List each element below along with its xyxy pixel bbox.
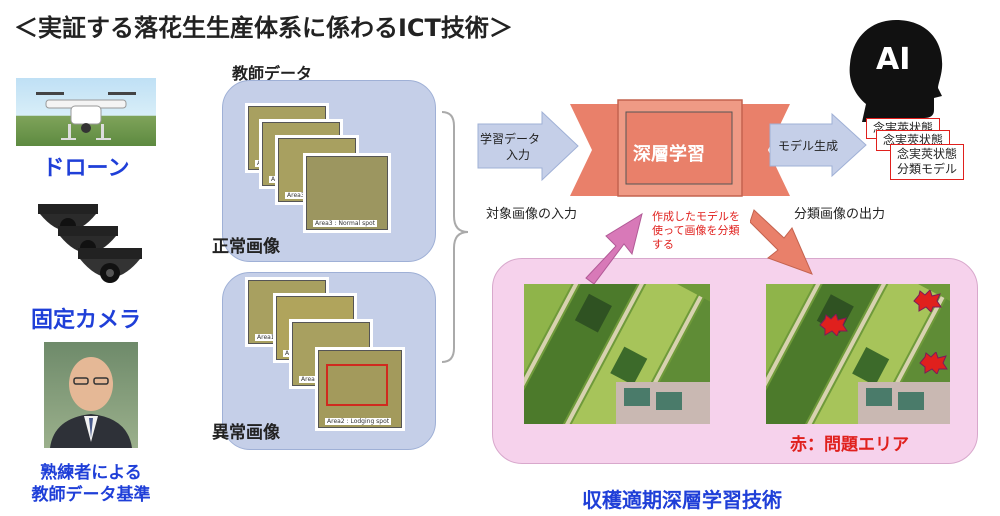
normal-images-label: 正常画像 (212, 237, 280, 257)
problem-area-marker-icon (919, 352, 948, 374)
expert-label-line2: 教師データ基準 (31, 485, 151, 505)
camera-icon (38, 204, 142, 283)
model-generation-arrow (769, 112, 867, 178)
learning-data-input-arrow (477, 110, 579, 182)
aerial-input-image (524, 284, 710, 424)
expert-label-line1: 熟練者による (40, 463, 142, 483)
drone-image (16, 78, 156, 146)
classified-output-arrow (750, 209, 813, 275)
person-icon (50, 357, 132, 448)
page-title: ＜実証する落花生生産体系に係わるICT技術＞ (14, 14, 513, 42)
problem-area-marker-icon (819, 314, 848, 336)
abnormal-thumb-4: Area2 : Lodging spot (318, 350, 402, 428)
classify-note-line1: 作成したモデルを (652, 210, 740, 223)
target-image-input-label: 対象画像の入力 (486, 207, 578, 222)
model-generation-label: モデル生成 (778, 139, 839, 153)
fixed-camera-label: 固定カメラ (30, 308, 141, 333)
target-input-arrow (585, 212, 643, 285)
lodging-spot-marker-icon (326, 364, 388, 406)
aerial-classified-image (766, 284, 950, 424)
ai-label: AI (876, 42, 911, 77)
expert-photo (44, 342, 138, 448)
problem-area-label: 赤：問題エリア (790, 435, 909, 455)
deep-learning-label: 深層学習 (633, 144, 705, 165)
classify-note-line2: 使って画像を分類 (652, 224, 740, 237)
input-arrow-label-line1: 学習データ (480, 132, 541, 146)
model-card-front: 念実莢状態 分類モデル (890, 144, 965, 180)
input-arrow-label-line2: 入力 (506, 148, 531, 162)
normal-thumb-4: Area3 : Normal spot (306, 156, 388, 230)
abnormal-images-label: 異常画像 (212, 423, 280, 443)
ai-head-icon (849, 20, 943, 122)
footer-title: 収穫適期深層学習技術 (582, 488, 782, 512)
drone-label: ドローン (42, 156, 130, 181)
classify-note-line3: する (652, 238, 674, 251)
teacher-data-header: 教師データ (232, 64, 313, 83)
group-bracket (441, 111, 469, 363)
drone-icon (36, 92, 136, 140)
problem-area-marker-icon (913, 290, 942, 312)
fixed-camera-image (30, 198, 150, 296)
model-card-front-line2: 分類モデル (897, 162, 958, 176)
model-card-front-line1: 念実莢状態 (897, 147, 958, 161)
classified-image-output-label: 分類画像の出力 (794, 207, 886, 222)
